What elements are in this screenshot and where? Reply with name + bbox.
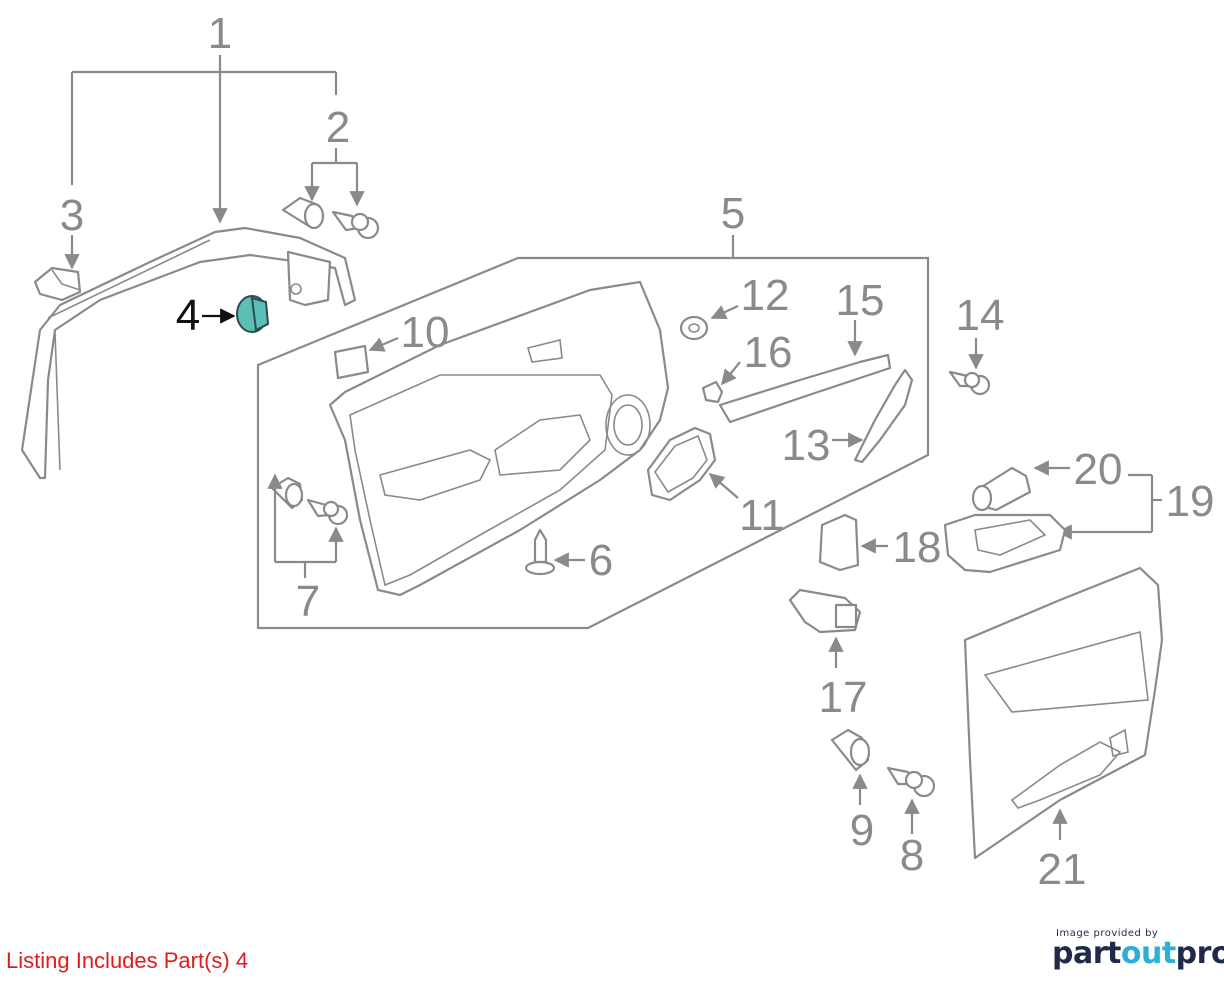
- clip-part-8: [886, 766, 936, 834]
- callout-group-1-2-3: [64, 55, 365, 270]
- switch-part-17: [788, 588, 862, 668]
- grommet-part-12: [679, 305, 739, 341]
- callout-label-17: 17: [819, 673, 868, 722]
- callout-bracket-7: [267, 473, 344, 578]
- callout-label-3: 3: [60, 191, 84, 240]
- callout-label-13: 13: [782, 421, 831, 470]
- partoutpro-logo[interactable]: partoutpro: [1052, 936, 1224, 971]
- brand-part-2: out: [1120, 936, 1176, 971]
- door-panel-enclosure: [256, 235, 930, 630]
- lower-panel-part-21: [963, 566, 1164, 860]
- strip-part-15: [718, 320, 892, 424]
- clip-part-3: [33, 266, 82, 302]
- lens-part-18: [818, 513, 888, 572]
- lamp-housing-part-19: [943, 513, 1067, 574]
- clip-part-7b: [306, 498, 349, 526]
- callout-label-15: 15: [836, 276, 885, 325]
- callout-label-19: 19: [1166, 477, 1215, 526]
- callout-bracket-19: [1056, 473, 1162, 540]
- callout-label-2: 2: [326, 103, 350, 152]
- clip-part-2b: [331, 210, 380, 240]
- clip-part-7a: [270, 476, 304, 510]
- callout-label-1: 1: [208, 9, 232, 58]
- callout-label-21: 21: [1038, 845, 1087, 894]
- listing-includes-text: Listing Includes Part(s) 4: [6, 948, 249, 973]
- callout-label-4: 4: [176, 291, 200, 340]
- clip-part-16: [701, 361, 741, 404]
- callout-label-8: 8: [900, 831, 924, 880]
- image-provider-text: Image provided by: [1056, 928, 1159, 939]
- callout-label-14: 14: [956, 291, 1005, 340]
- pillar-trim-part: [20, 226, 357, 480]
- callout-label-5: 5: [721, 189, 745, 238]
- callout-label-16: 16: [744, 328, 793, 377]
- callout-label-6: 6: [589, 536, 613, 585]
- callout-label-12: 12: [741, 271, 790, 320]
- bulb-part-20: [971, 460, 1070, 512]
- brand-part-1: part: [1052, 936, 1121, 971]
- callout-label-20: 20: [1074, 445, 1123, 494]
- brand-part-3: pro: [1175, 936, 1224, 971]
- handle-part-13: [832, 368, 914, 464]
- clip-part-14: [948, 338, 991, 396]
- callout-label-18: 18: [893, 523, 942, 572]
- pin-part-6: [524, 528, 585, 576]
- arrow-10: [368, 336, 399, 352]
- callout-label-9: 9: [850, 806, 874, 855]
- door-panel-part: [328, 280, 670, 597]
- highlighted-part-4: [202, 295, 270, 333]
- callout-label-10: 10: [401, 308, 450, 357]
- clip-part-2a: [281, 196, 325, 230]
- cover-part-11: [646, 426, 739, 502]
- callout-label-7: 7: [296, 577, 320, 626]
- callout-label-11: 11: [739, 491, 785, 540]
- clip-part-9: [830, 728, 871, 805]
